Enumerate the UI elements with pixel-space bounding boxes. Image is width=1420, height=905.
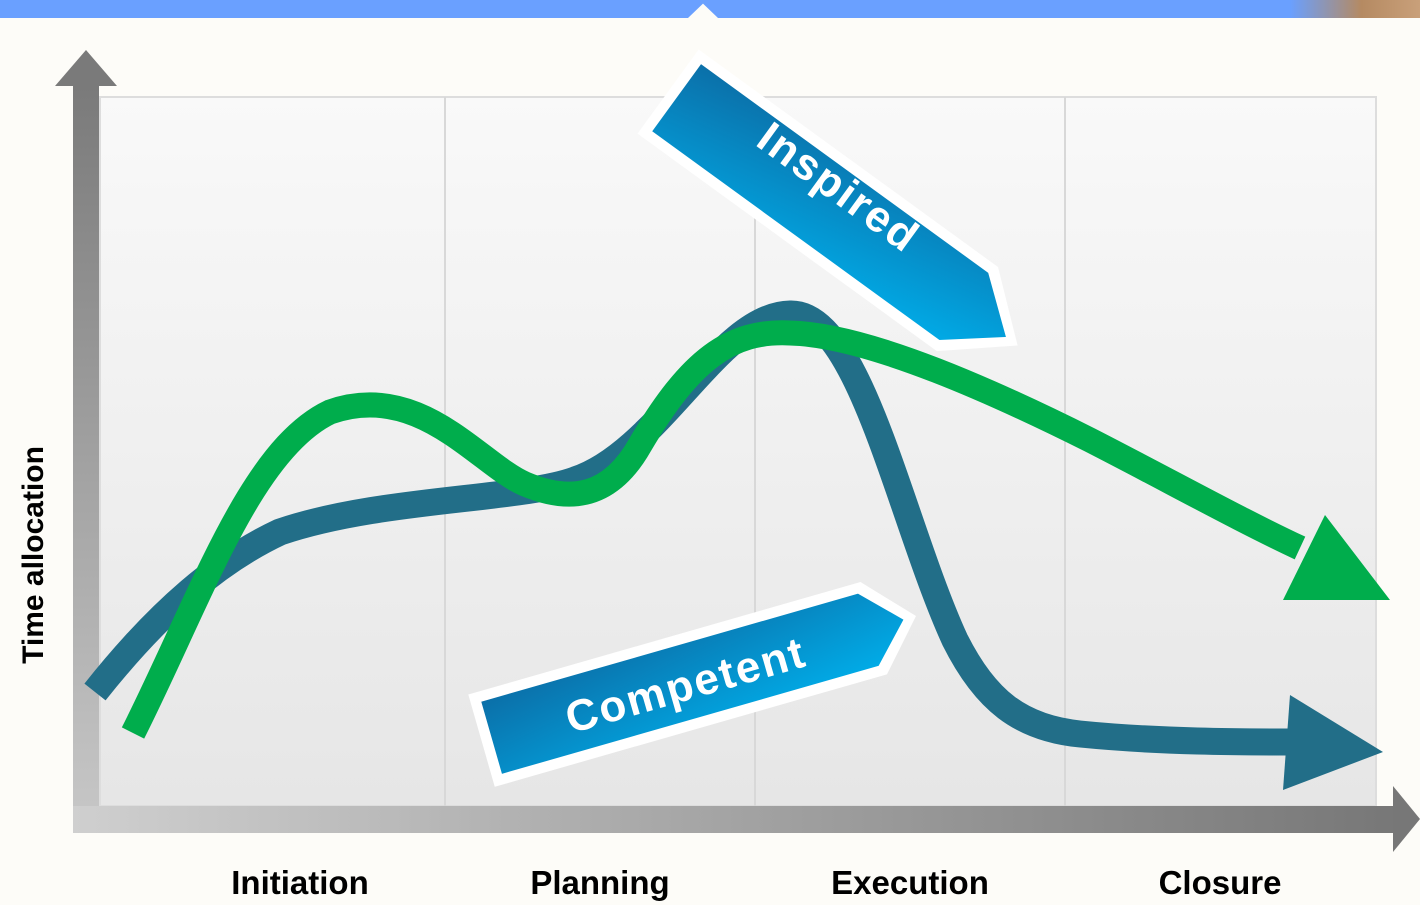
x-axis: [73, 806, 1400, 833]
competent-arrowhead: [1283, 695, 1383, 790]
inspired-callout-arrow: [637, 49, 1018, 352]
y-axis: [73, 85, 99, 833]
phase-label-planning: Planning: [530, 864, 670, 901]
inspired-curve: [121, 320, 1306, 739]
top-banner: [0, 0, 1420, 18]
phase-label-execution: Execution: [831, 864, 989, 901]
phase-label-closure: Closure: [1158, 864, 1282, 901]
corner-photo: [1290, 0, 1420, 18]
competent-callout-arrow: [468, 582, 917, 787]
inspired-arrowhead: [1283, 515, 1390, 600]
phase-label-initiation: Initiation: [231, 864, 369, 901]
x-axis-arrowhead: [1393, 786, 1420, 852]
y-axis-arrowhead: [55, 50, 117, 86]
y-axis-label: Time allocation: [17, 446, 50, 664]
competent-curve: [84, 300, 1301, 756]
